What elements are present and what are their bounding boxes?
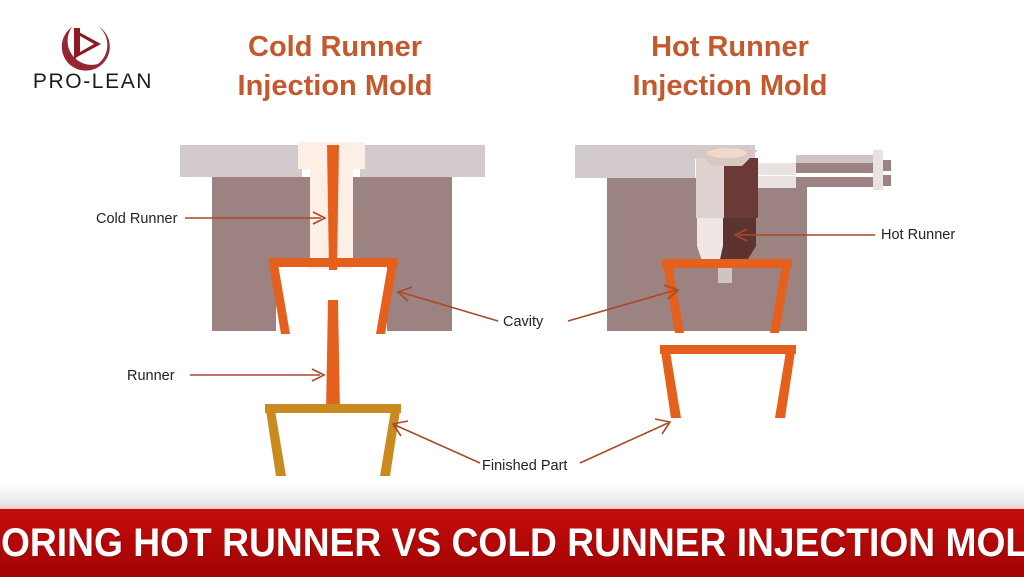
left-mold-block-right	[387, 177, 452, 331]
barrel-end-bolt-upper	[883, 160, 891, 171]
nozzle-collar	[696, 148, 758, 166]
left-top-plate-right-segment	[360, 145, 485, 177]
callout-label-cavity: Cavity	[503, 314, 544, 330]
hot-runner-title: Hot Runner Injection Mold	[632, 31, 828, 102]
callout-arrow-cavity	[396, 284, 680, 322]
callout-arrow-hot-runner	[733, 228, 875, 242]
left-top-plate-left-segment	[180, 145, 302, 177]
bottom-banner: EXPLORING HOT RUNNER VS COLD RUNNER INJE…	[0, 509, 1024, 577]
banner-fade-gradient	[0, 483, 1024, 509]
left-cavity-outline	[268, 258, 398, 334]
barrel-coupling-lower	[758, 176, 796, 188]
callout-label-cold-runner: Cold Runner	[96, 211, 178, 227]
right-finished-part-outline	[660, 345, 796, 418]
barrel-end-bolt-lower	[883, 175, 891, 186]
cold-runner-title: Cold Runner Injection Mold	[237, 31, 433, 102]
brand-name: PRO-LEAN	[32, 70, 154, 93]
circular-play-arrow-logo-icon	[54, 14, 116, 76]
callout-label-finished-part: Finished Part	[482, 458, 568, 474]
callout-label-runner: Runner	[127, 368, 175, 384]
banner-title: EXPLORING HOT RUNNER VS COLD RUNNER INJE…	[0, 520, 1024, 565]
callout-arrow-cold-runner	[185, 211, 327, 225]
callout-label-hot-runner: Hot Runner	[881, 227, 956, 243]
barrel-coupling-upper	[758, 163, 796, 175]
left-finished-part-outline	[265, 404, 401, 476]
barrel-end-flange	[873, 150, 883, 190]
left-runner-stem	[326, 300, 340, 412]
right-cavity-outline	[662, 259, 792, 333]
barrel-tube-upper	[796, 163, 873, 173]
right-top-plate	[575, 145, 695, 178]
nozzle-body-light	[696, 158, 724, 218]
barrel-tube-lower	[796, 177, 873, 187]
nozzle-gate-pin	[718, 264, 732, 283]
nozzle-tip-housing-light	[697, 218, 723, 246]
nozzle-body-dark	[724, 158, 758, 218]
left-mold-block-left	[212, 177, 276, 331]
logo-svg	[61, 26, 110, 71]
callout-arrow-runner	[190, 368, 326, 382]
barrel-top-rail	[796, 155, 878, 163]
brand-logo: PRO-LEAN	[18, 14, 168, 94]
callout-arrow-finished-part	[391, 418, 672, 464]
left-sprue-channel	[327, 145, 339, 270]
